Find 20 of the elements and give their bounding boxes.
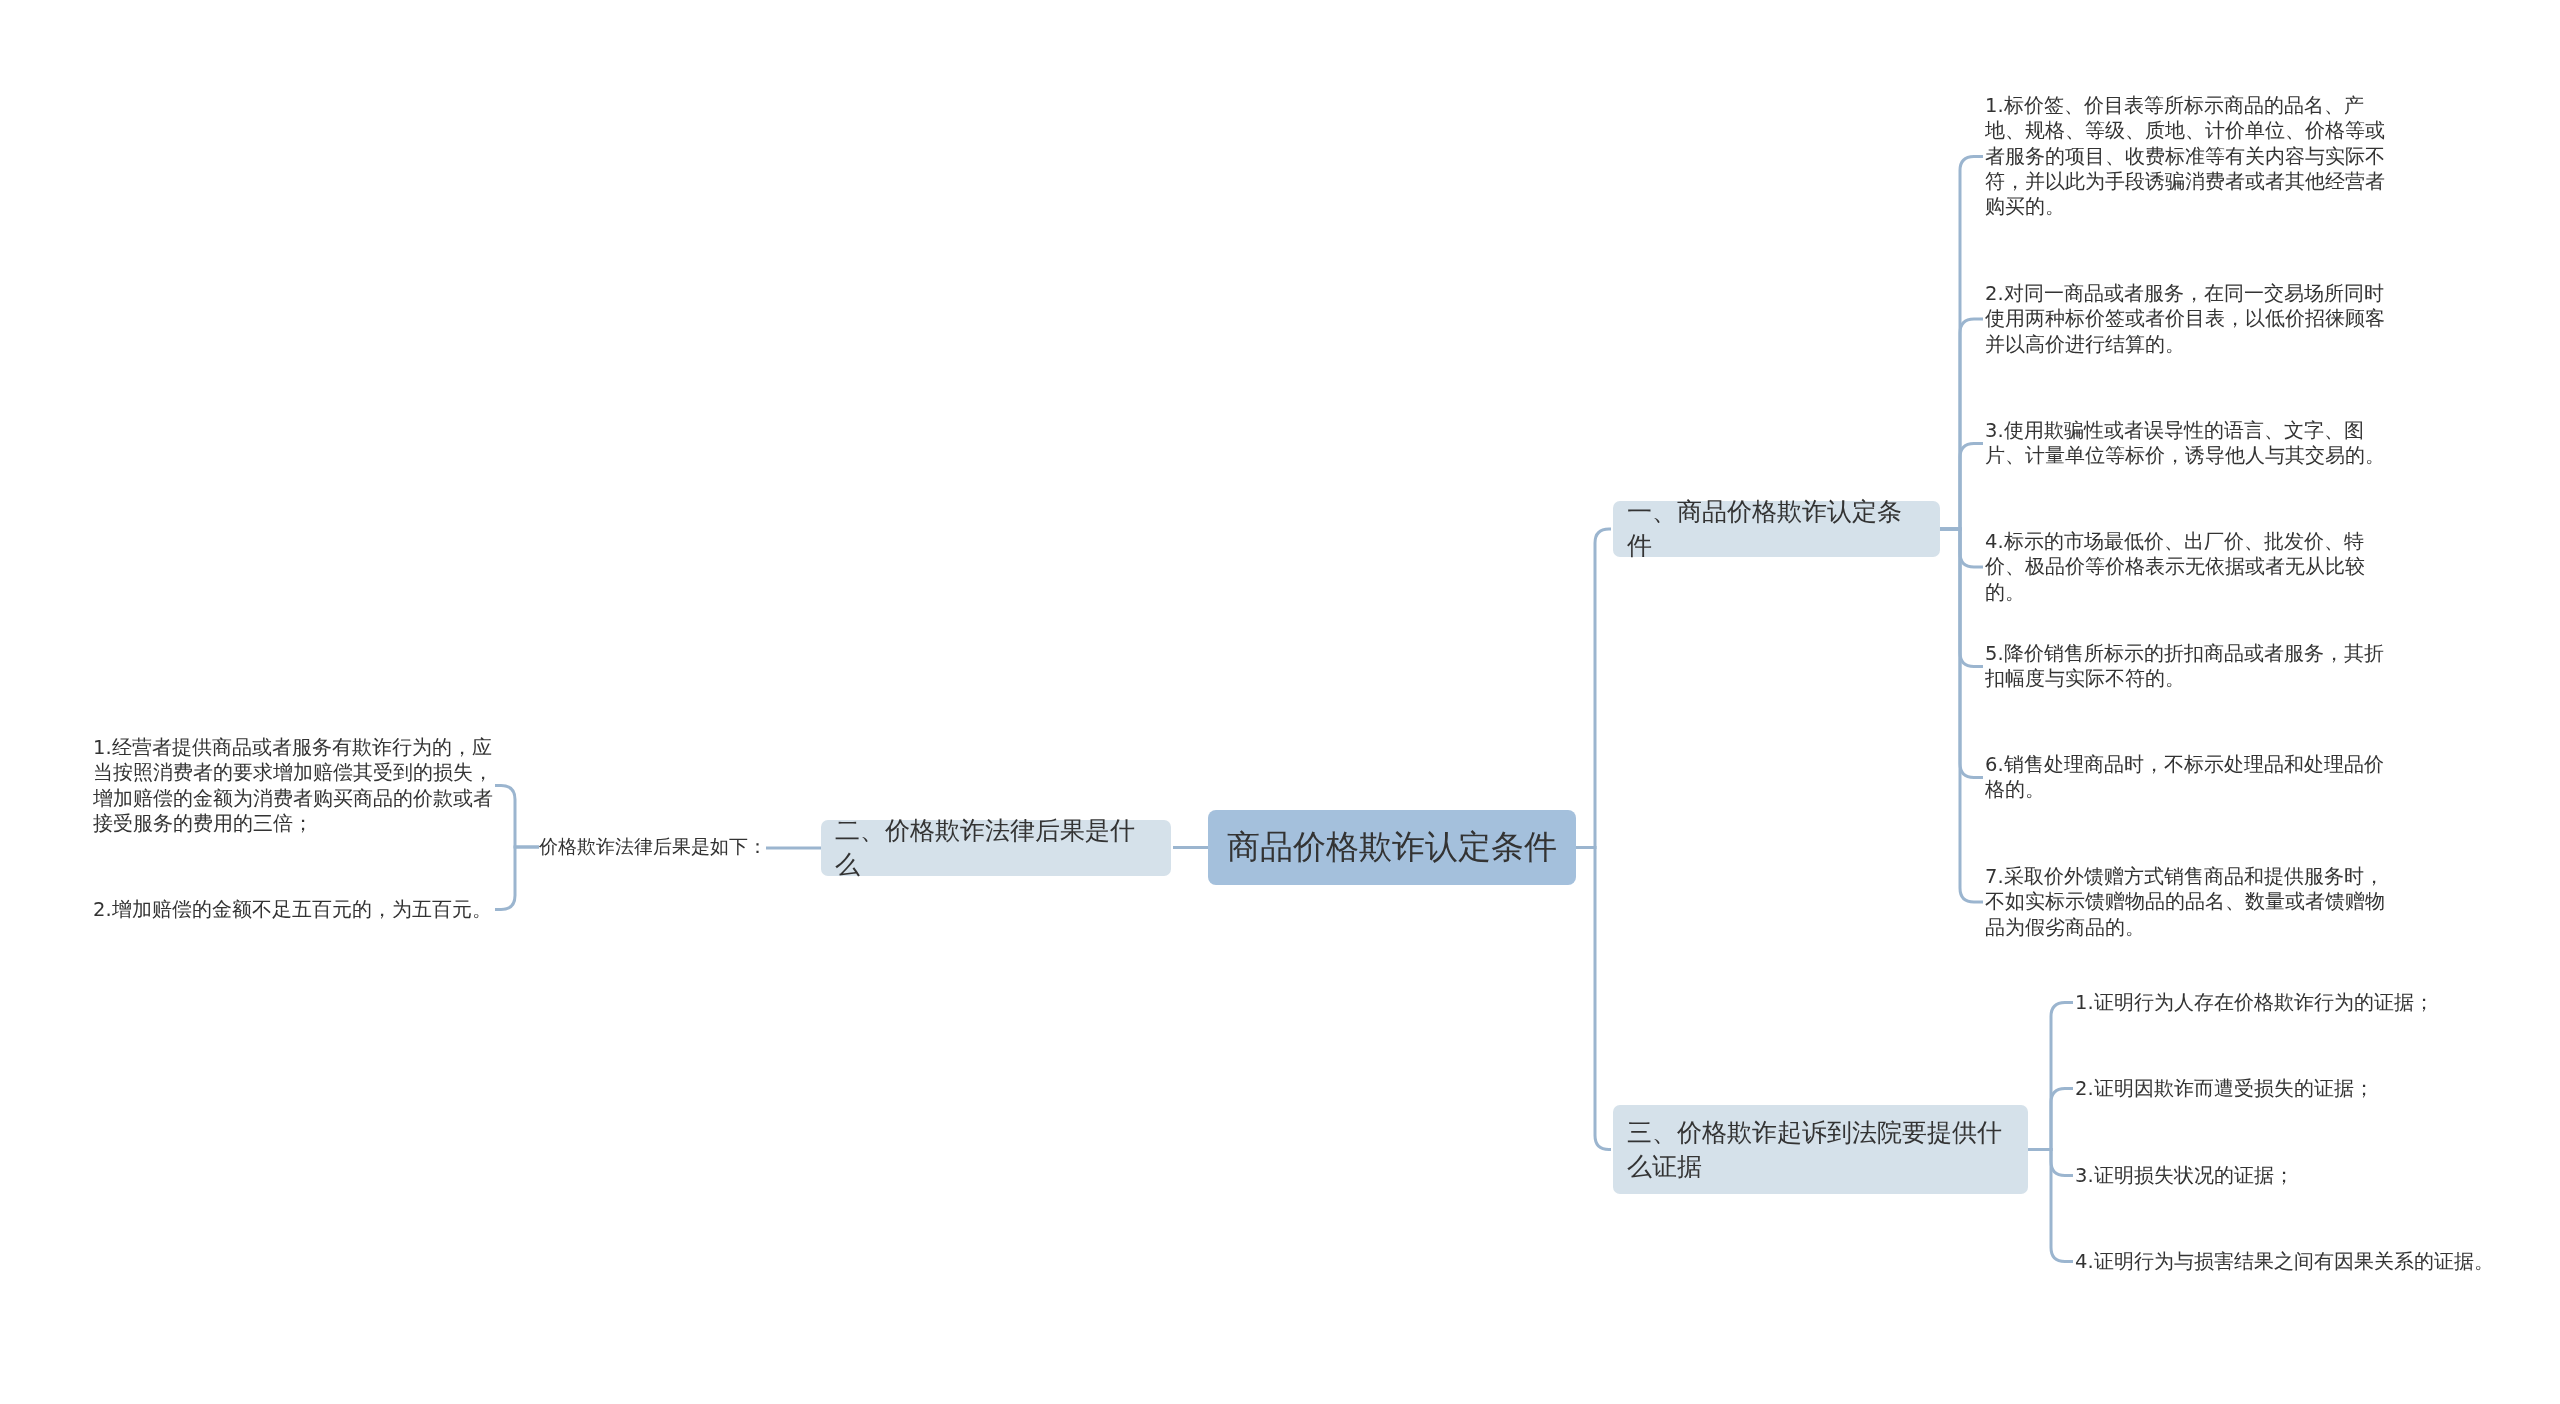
leaf-text: 1.标价签、价目表等所标示商品的品名、产地、规格、等级、质地、计价单位、价格等或者服务的项目、收费标准等有关内容与实际不符，并以此为手段诱骗消费者或者其他经营者购买的。 bbox=[1985, 93, 2395, 220]
root-topic-box: 商品价格欺诈认定条件 bbox=[1208, 810, 1576, 885]
branch-topic-box: 三、价格欺诈起诉到法院要提供什么证据 bbox=[1613, 1105, 2028, 1194]
subtopic-text: 价格欺诈法律后果是如下： bbox=[539, 830, 764, 864]
connector-line bbox=[1173, 846, 1208, 849]
leaf-text: 2.对同一商品或者服务，在同一交易场所同时使用两种标价签或者价目表，以低价招徕顾客并以高价进行结算的。 bbox=[1985, 281, 2395, 358]
leaf-text: 4.证明行为与损害结果之间有因果关系的证据。 bbox=[2075, 1249, 2495, 1275]
leaf-text: 1.证明行为人存在价格欺诈行为的证据； bbox=[2075, 990, 2515, 1016]
leaf-text: 1.经营者提供商品或者服务有欺诈行为的，应当按照消费者的要求增加赔偿其受到的损失，增加赔偿的金额为消费者购买商品的价款或者接受服务的费用的三倍； bbox=[93, 735, 493, 837]
leaf-text: 2.增加赔偿的金额不足五百元的，为五百元。 bbox=[93, 897, 493, 923]
connector-line bbox=[766, 846, 821, 850]
leaf-text: 3.使用欺骗性或者误导性的语言、文字、图片、计量单位等标价，诱导他人与其交易的。 bbox=[1985, 418, 2395, 469]
leaf-text: 5.降价销售所标示的折扣商品或者服务，其折扣幅度与实际不符的。 bbox=[1985, 641, 2395, 692]
leaf-text: 7.采取价外馈赠方式销售商品和提供服务时，不如实标示馈赠物品的品名、数量或者馈赠物品为假劣商品的。 bbox=[1985, 864, 2395, 941]
branch-topic-box: 一、商品价格欺诈认定条件 bbox=[1613, 501, 1940, 557]
leaf-text: 4.标示的市场最低价、出厂价、批发价、特价、极品价等价格表示无依据或者无从比较的。 bbox=[1985, 529, 2395, 606]
leaf-text: 3.证明损失状况的证据； bbox=[2075, 1163, 2515, 1189]
leaf-text: 6.销售处理商品时，不标示处理品和处理品价格的。 bbox=[1985, 752, 2395, 803]
leaf-text: 2.证明因欺诈而遭受损失的证据； bbox=[2075, 1076, 2515, 1102]
branch-topic-box: 二、价格欺诈法律后果是什么 bbox=[821, 820, 1171, 876]
